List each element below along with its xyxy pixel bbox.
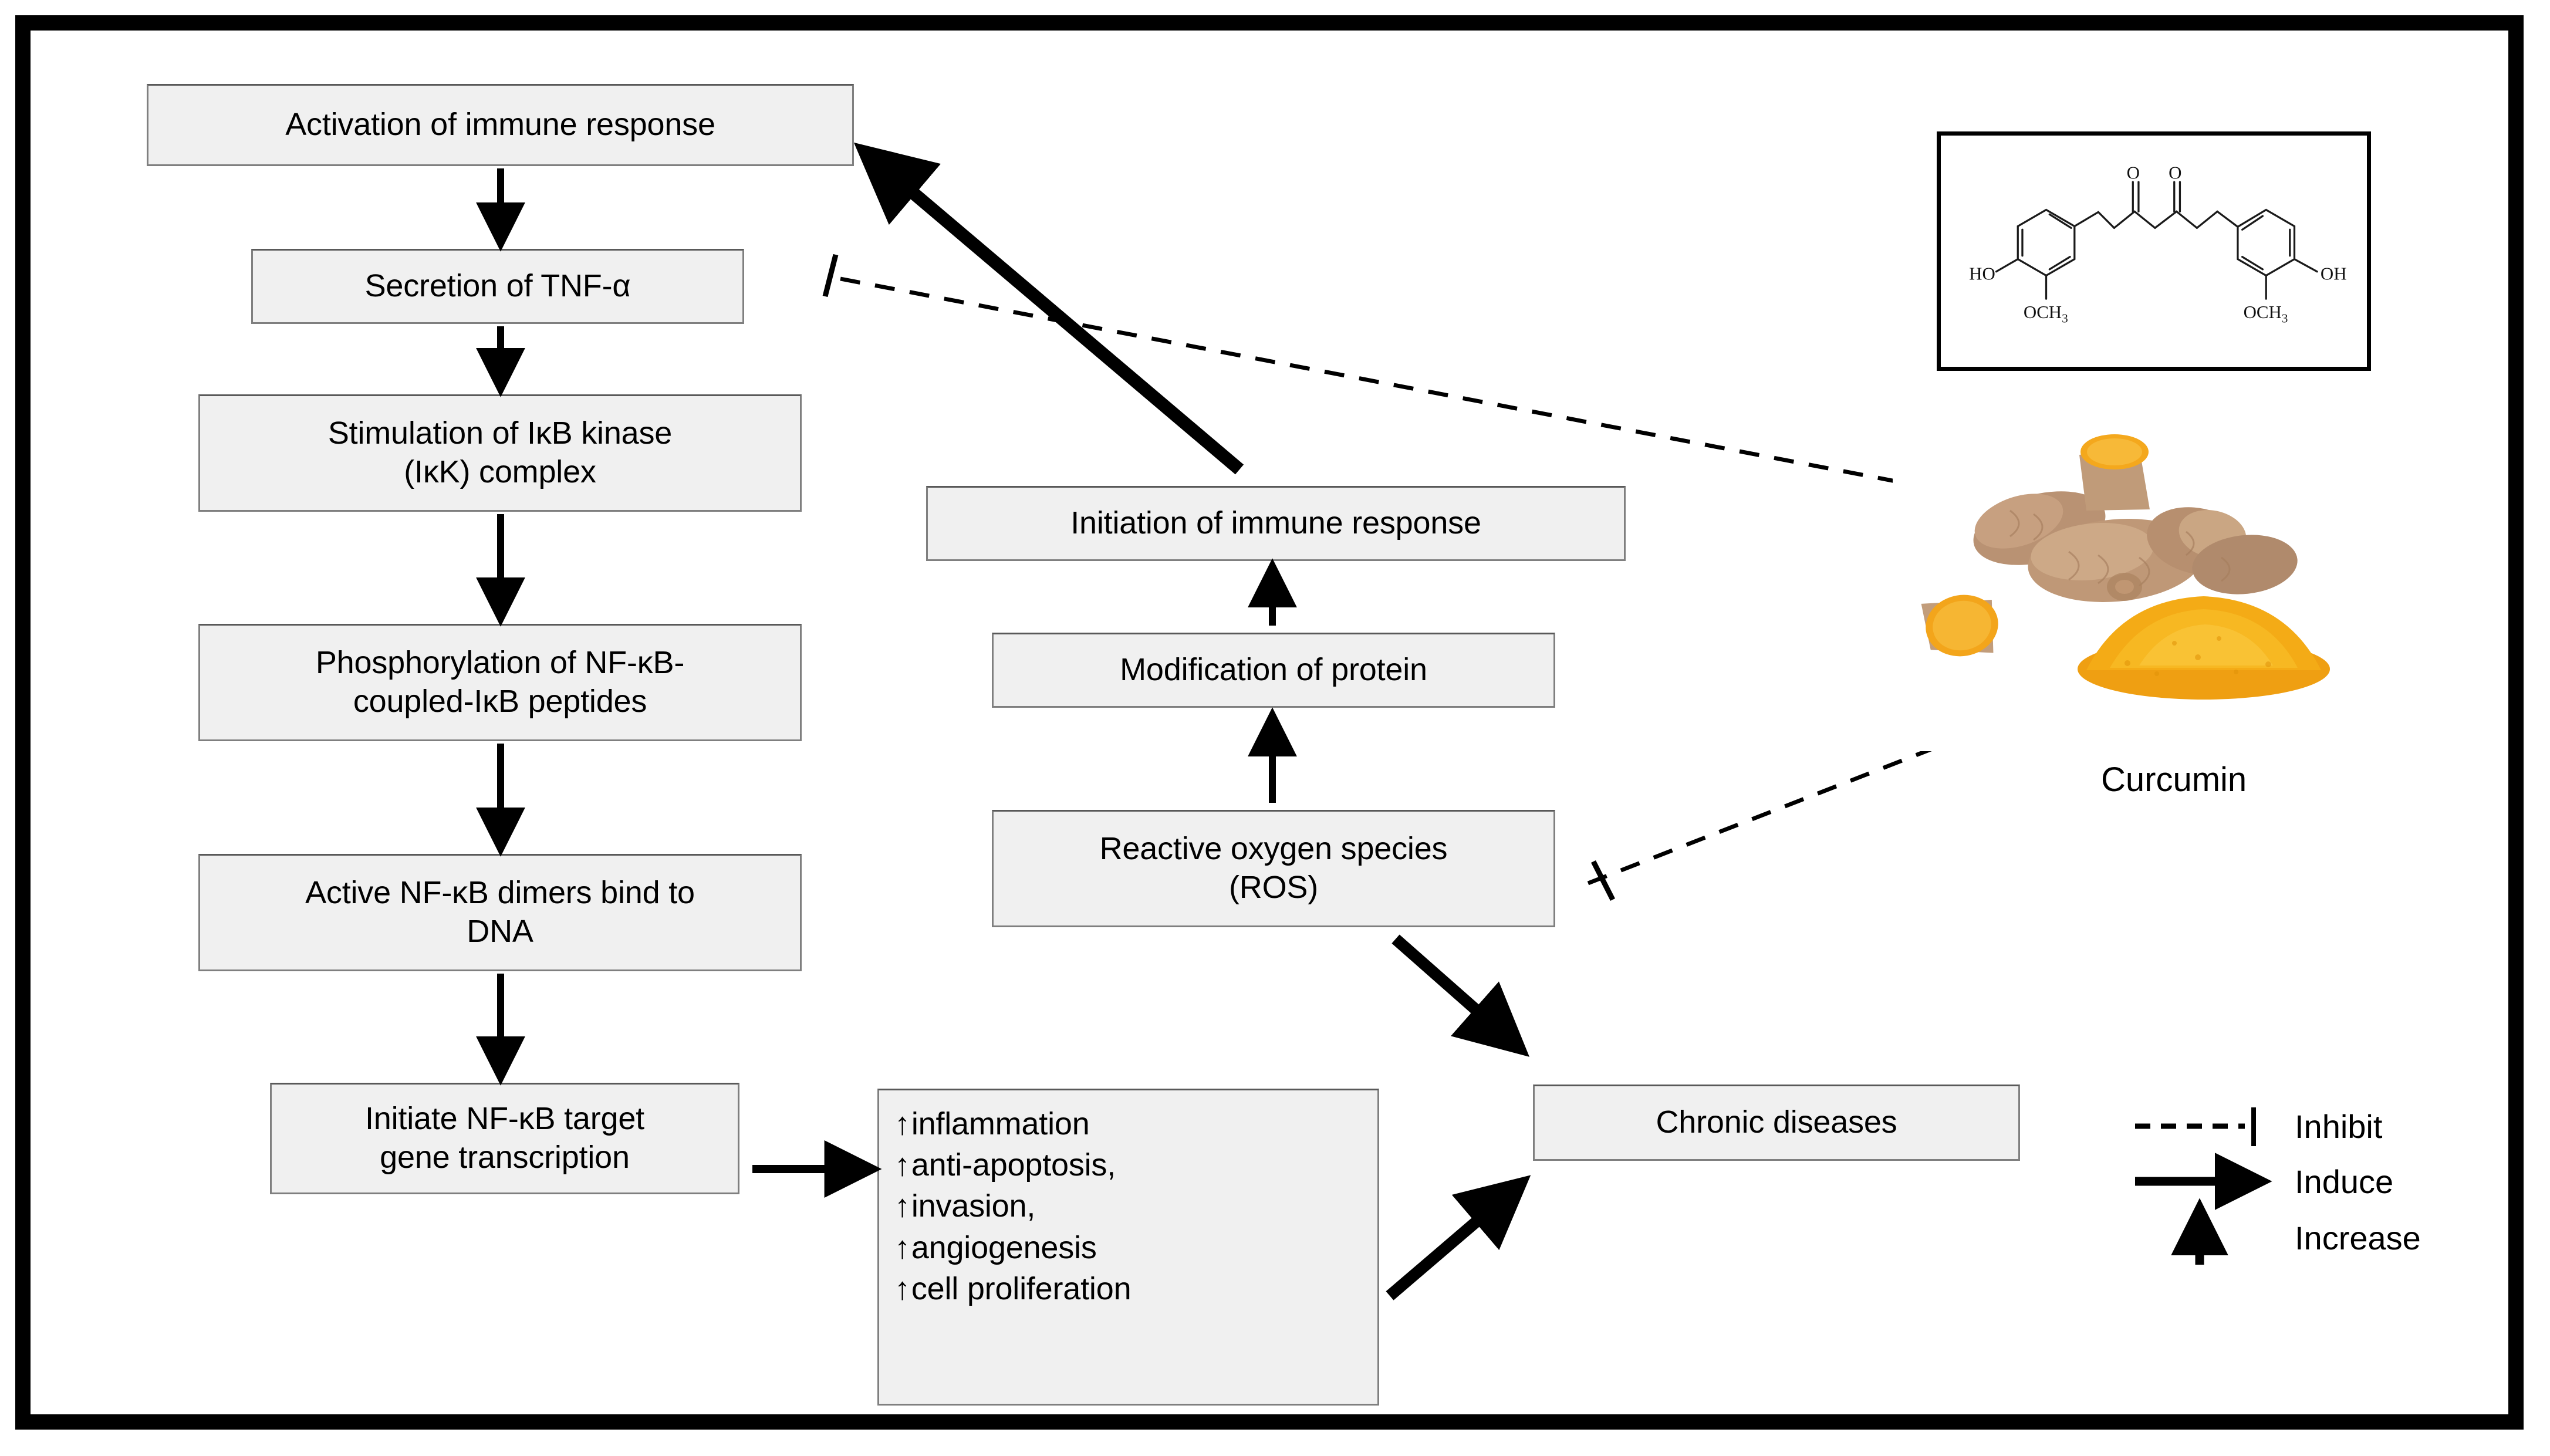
legend-label-inhibit: Inhibit xyxy=(2295,1108,2383,1145)
node-phosphorylation-nfkb: Phosphorylation of NF-κB- coupled-IκB pe… xyxy=(198,624,802,741)
turmeric-powder xyxy=(2078,596,2330,700)
up-arrow-icon: ↑ xyxy=(894,1188,910,1224)
label-methoxy-right: OCH3 xyxy=(2244,302,2288,326)
list-item: ↑angiogenesis xyxy=(894,1227,1367,1268)
node-dimers-bind-dna: Active NF-κB dimers bind to DNA xyxy=(198,854,802,971)
curcumin-caption: Curcumin xyxy=(2101,761,2247,799)
up-arrow-icon: ↑ xyxy=(894,1147,910,1183)
list-item-label: inflammation xyxy=(911,1106,1090,1141)
legend-label-increase: Increase xyxy=(2295,1219,2421,1256)
label-methoxy-left: OCH3 xyxy=(2024,302,2068,326)
list-item-label: cell proliferation xyxy=(911,1271,1132,1306)
list-item: ↑inflammation xyxy=(894,1103,1367,1144)
turmeric-illustration xyxy=(1921,434,2330,700)
node-label: Stimulation of IκB kinase (IκK) complex xyxy=(327,415,673,489)
list-item: ↑anti-apoptosis, xyxy=(894,1144,1367,1185)
curcumin-structure-panel: HO OH O O OCH3 OCH3 xyxy=(1937,131,2371,371)
node-chronic-diseases: Chronic diseases xyxy=(1533,1085,2020,1161)
node-activation-immune-response: Activation of immune response xyxy=(147,84,854,166)
node-ikb-kinase-complex: Stimulation of IκB kinase (IκK) complex xyxy=(198,394,802,512)
list-item: ↑cell proliferation xyxy=(894,1268,1367,1309)
node-label: Modification of protein xyxy=(1120,652,1427,688)
legend-label-induce: Induce xyxy=(2295,1163,2394,1200)
outcomes-list: ↑inflammation ↑anti-apoptosis, ↑invasion… xyxy=(894,1103,1367,1309)
node-label: Reactive oxygen species (ROS) xyxy=(1099,831,1448,905)
turmeric-photo xyxy=(1893,411,2339,751)
node-secretion-tnf: Secretion of TNF-α xyxy=(251,249,744,324)
node-initiation-immune-response: Initiation of immune response xyxy=(926,486,1626,561)
label-ketone-right: O xyxy=(2169,162,2181,183)
node-initiate-transcription: Initiate NF-κB target gene transcription xyxy=(270,1083,739,1194)
node-label: Chronic diseases xyxy=(1656,1104,1897,1140)
node-label: Initiate NF-κB target gene transcription xyxy=(365,1101,644,1175)
node-modification-protein: Modification of protein xyxy=(992,633,1555,708)
up-arrow-icon: ↑ xyxy=(894,1271,910,1306)
label-hydroxyl-left: HO xyxy=(1969,263,1995,283)
list-item-label: invasion, xyxy=(911,1188,1036,1224)
node-label: Phosphorylation of NF-κB- coupled-IκB pe… xyxy=(315,645,685,719)
node-label: Initiation of immune response xyxy=(1070,505,1481,541)
node-label: Activation of immune response xyxy=(285,107,715,143)
node-label: Secretion of TNF-α xyxy=(364,268,631,304)
node-reactive-oxygen-species: Reactive oxygen species (ROS) xyxy=(992,810,1555,927)
list-item-label: angiogenesis xyxy=(911,1229,1097,1265)
turmeric-rhizomes xyxy=(1921,434,2298,657)
up-arrow-icon: ↑ xyxy=(894,1106,910,1141)
label-hydroxyl-right: OH xyxy=(2321,263,2347,283)
node-label: Active NF-κB dimers bind to DNA xyxy=(305,875,695,949)
up-arrow-icon: ↑ xyxy=(894,1229,910,1265)
legend-symbols xyxy=(2135,1107,2272,1265)
list-item: ↑invasion, xyxy=(894,1185,1367,1227)
node-outcomes-list: ↑inflammation ↑anti-apoptosis, ↑invasion… xyxy=(877,1089,1379,1406)
list-item-label: anti-apoptosis, xyxy=(911,1147,1116,1183)
label-ketone-left: O xyxy=(2127,162,2140,183)
curcumin-structure-icon: HO OH O O OCH3 OCH3 xyxy=(1969,162,2347,326)
legend: Inhibit Induce Increase xyxy=(2125,1094,2500,1288)
